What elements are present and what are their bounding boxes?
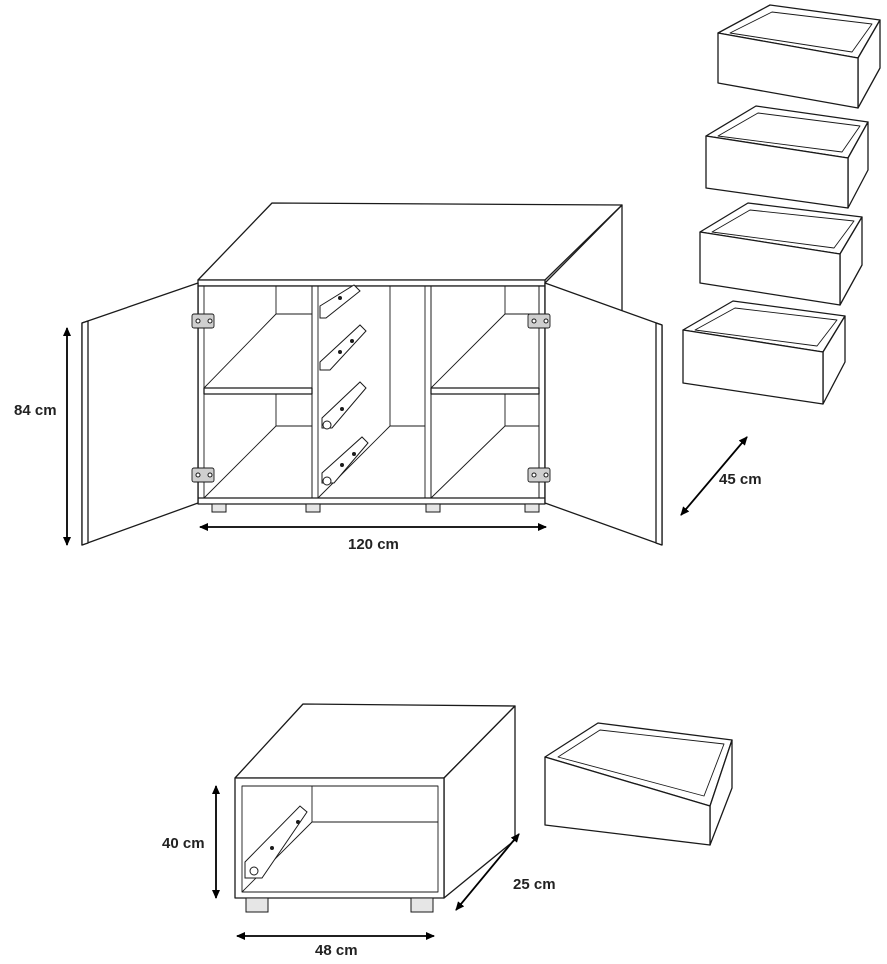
drawer-rail-3 — [321, 381, 367, 430]
dimension-depth-large: 45 cm — [680, 436, 762, 516]
large-cabinet-top-edge — [197, 279, 546, 287]
large-cabinet — [81, 202, 663, 546]
foot — [410, 897, 434, 913]
foot — [524, 503, 540, 513]
right-door — [544, 282, 663, 546]
hinge-icon — [527, 313, 551, 329]
large-cabinet-left-compartment — [203, 285, 313, 499]
dimension-width-small: 48 cm — [236, 932, 435, 959]
drawer-box — [705, 105, 869, 209]
drawer-rail-2 — [319, 324, 367, 371]
depth-label-small: 25 cm — [513, 876, 556, 893]
height-label-small: 40 cm — [162, 835, 205, 852]
large-cabinet-left-shelf — [203, 387, 313, 395]
large-cabinet-top — [197, 202, 623, 281]
height-label-large: 84 cm — [14, 402, 57, 419]
depth-label-large: 45 cm — [719, 471, 762, 488]
dimension-height-small: 40 cm — [162, 785, 220, 899]
foot — [211, 503, 227, 513]
dimension-depth-small: 25 cm — [455, 833, 556, 911]
width-label-small: 48 cm — [315, 942, 358, 959]
drawer-rail-1 — [319, 284, 361, 319]
hinge-icon — [191, 313, 215, 329]
large-cabinet-right-shelf — [430, 387, 540, 395]
foot — [245, 897, 269, 913]
dimension-height-large: 84 cm — [14, 327, 71, 546]
foot — [305, 503, 321, 513]
dimension-width-large: 120 cm — [199, 523, 547, 553]
foot — [425, 503, 441, 513]
drawer-box — [682, 300, 846, 405]
drawer-box — [699, 202, 863, 306]
hinge-icon — [191, 467, 215, 483]
small-cabinet — [234, 703, 516, 913]
width-label-large: 120 cm — [348, 536, 399, 553]
left-door — [81, 282, 199, 546]
small-cabinet-frame — [234, 777, 445, 899]
large-cabinet-plinth — [197, 497, 546, 505]
drawer-box-small — [544, 722, 733, 846]
drawer-rail-small — [244, 805, 308, 879]
drawer-rail-4 — [321, 436, 369, 486]
hinge-icon — [527, 467, 551, 483]
drawer-box — [717, 4, 881, 109]
